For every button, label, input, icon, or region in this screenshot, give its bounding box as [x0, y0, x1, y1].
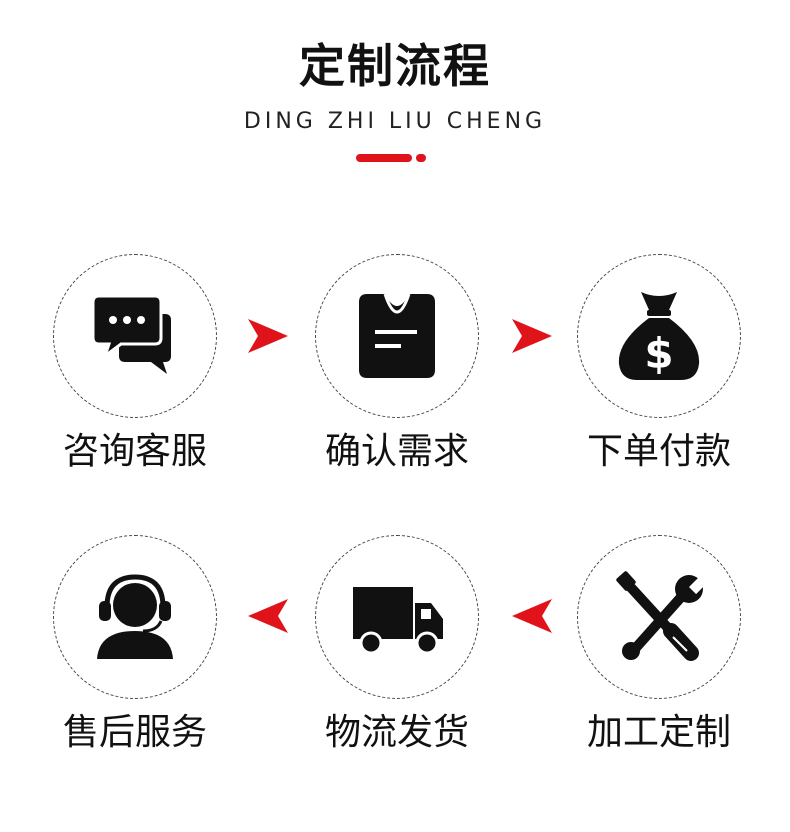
- page-title: 定制流程: [299, 39, 491, 93]
- step-label: 下单付款: [586, 431, 731, 472]
- step-confirm: 确认需求: [315, 254, 479, 504]
- arrow-right-icon: [248, 319, 288, 353]
- title-underline-dot: [416, 154, 426, 162]
- step-label: 确认需求: [324, 431, 469, 472]
- step-circle: [315, 254, 479, 418]
- step-label: 售后服务: [62, 712, 207, 753]
- headset-icon: [97, 574, 173, 659]
- step-consult: 咨询客服: [53, 254, 217, 504]
- step-circle: [315, 535, 479, 699]
- title-underline: [356, 154, 412, 162]
- arrow-left-icon: [248, 599, 288, 633]
- money-bag-icon: $: [618, 292, 700, 380]
- arrow-right-icon: [512, 319, 552, 353]
- page-subtitle: DING ZHI LIU CHENG: [243, 109, 547, 134]
- step-circle: [577, 535, 741, 699]
- step-label: 咨询客服: [62, 431, 207, 472]
- step-processing: 加工定制: [577, 535, 741, 785]
- step-after-sales: 售后服务: [53, 535, 217, 785]
- truck-icon: [353, 587, 443, 655]
- step-label: 物流发货: [324, 712, 469, 753]
- shirt-icon: [359, 293, 435, 378]
- step-label: 加工定制: [586, 712, 731, 753]
- arrow-left-icon: [512, 599, 552, 633]
- step-circle: [53, 254, 217, 418]
- tools-icon: [616, 571, 706, 661]
- step-circle: [53, 535, 217, 699]
- step-pay: $ 下单付款: [577, 254, 741, 504]
- step-shipping: 物流发货: [315, 535, 479, 785]
- step-circle: $: [577, 254, 741, 418]
- svg-text:$: $: [644, 329, 673, 378]
- chat-bubbles-icon: [91, 294, 171, 374]
